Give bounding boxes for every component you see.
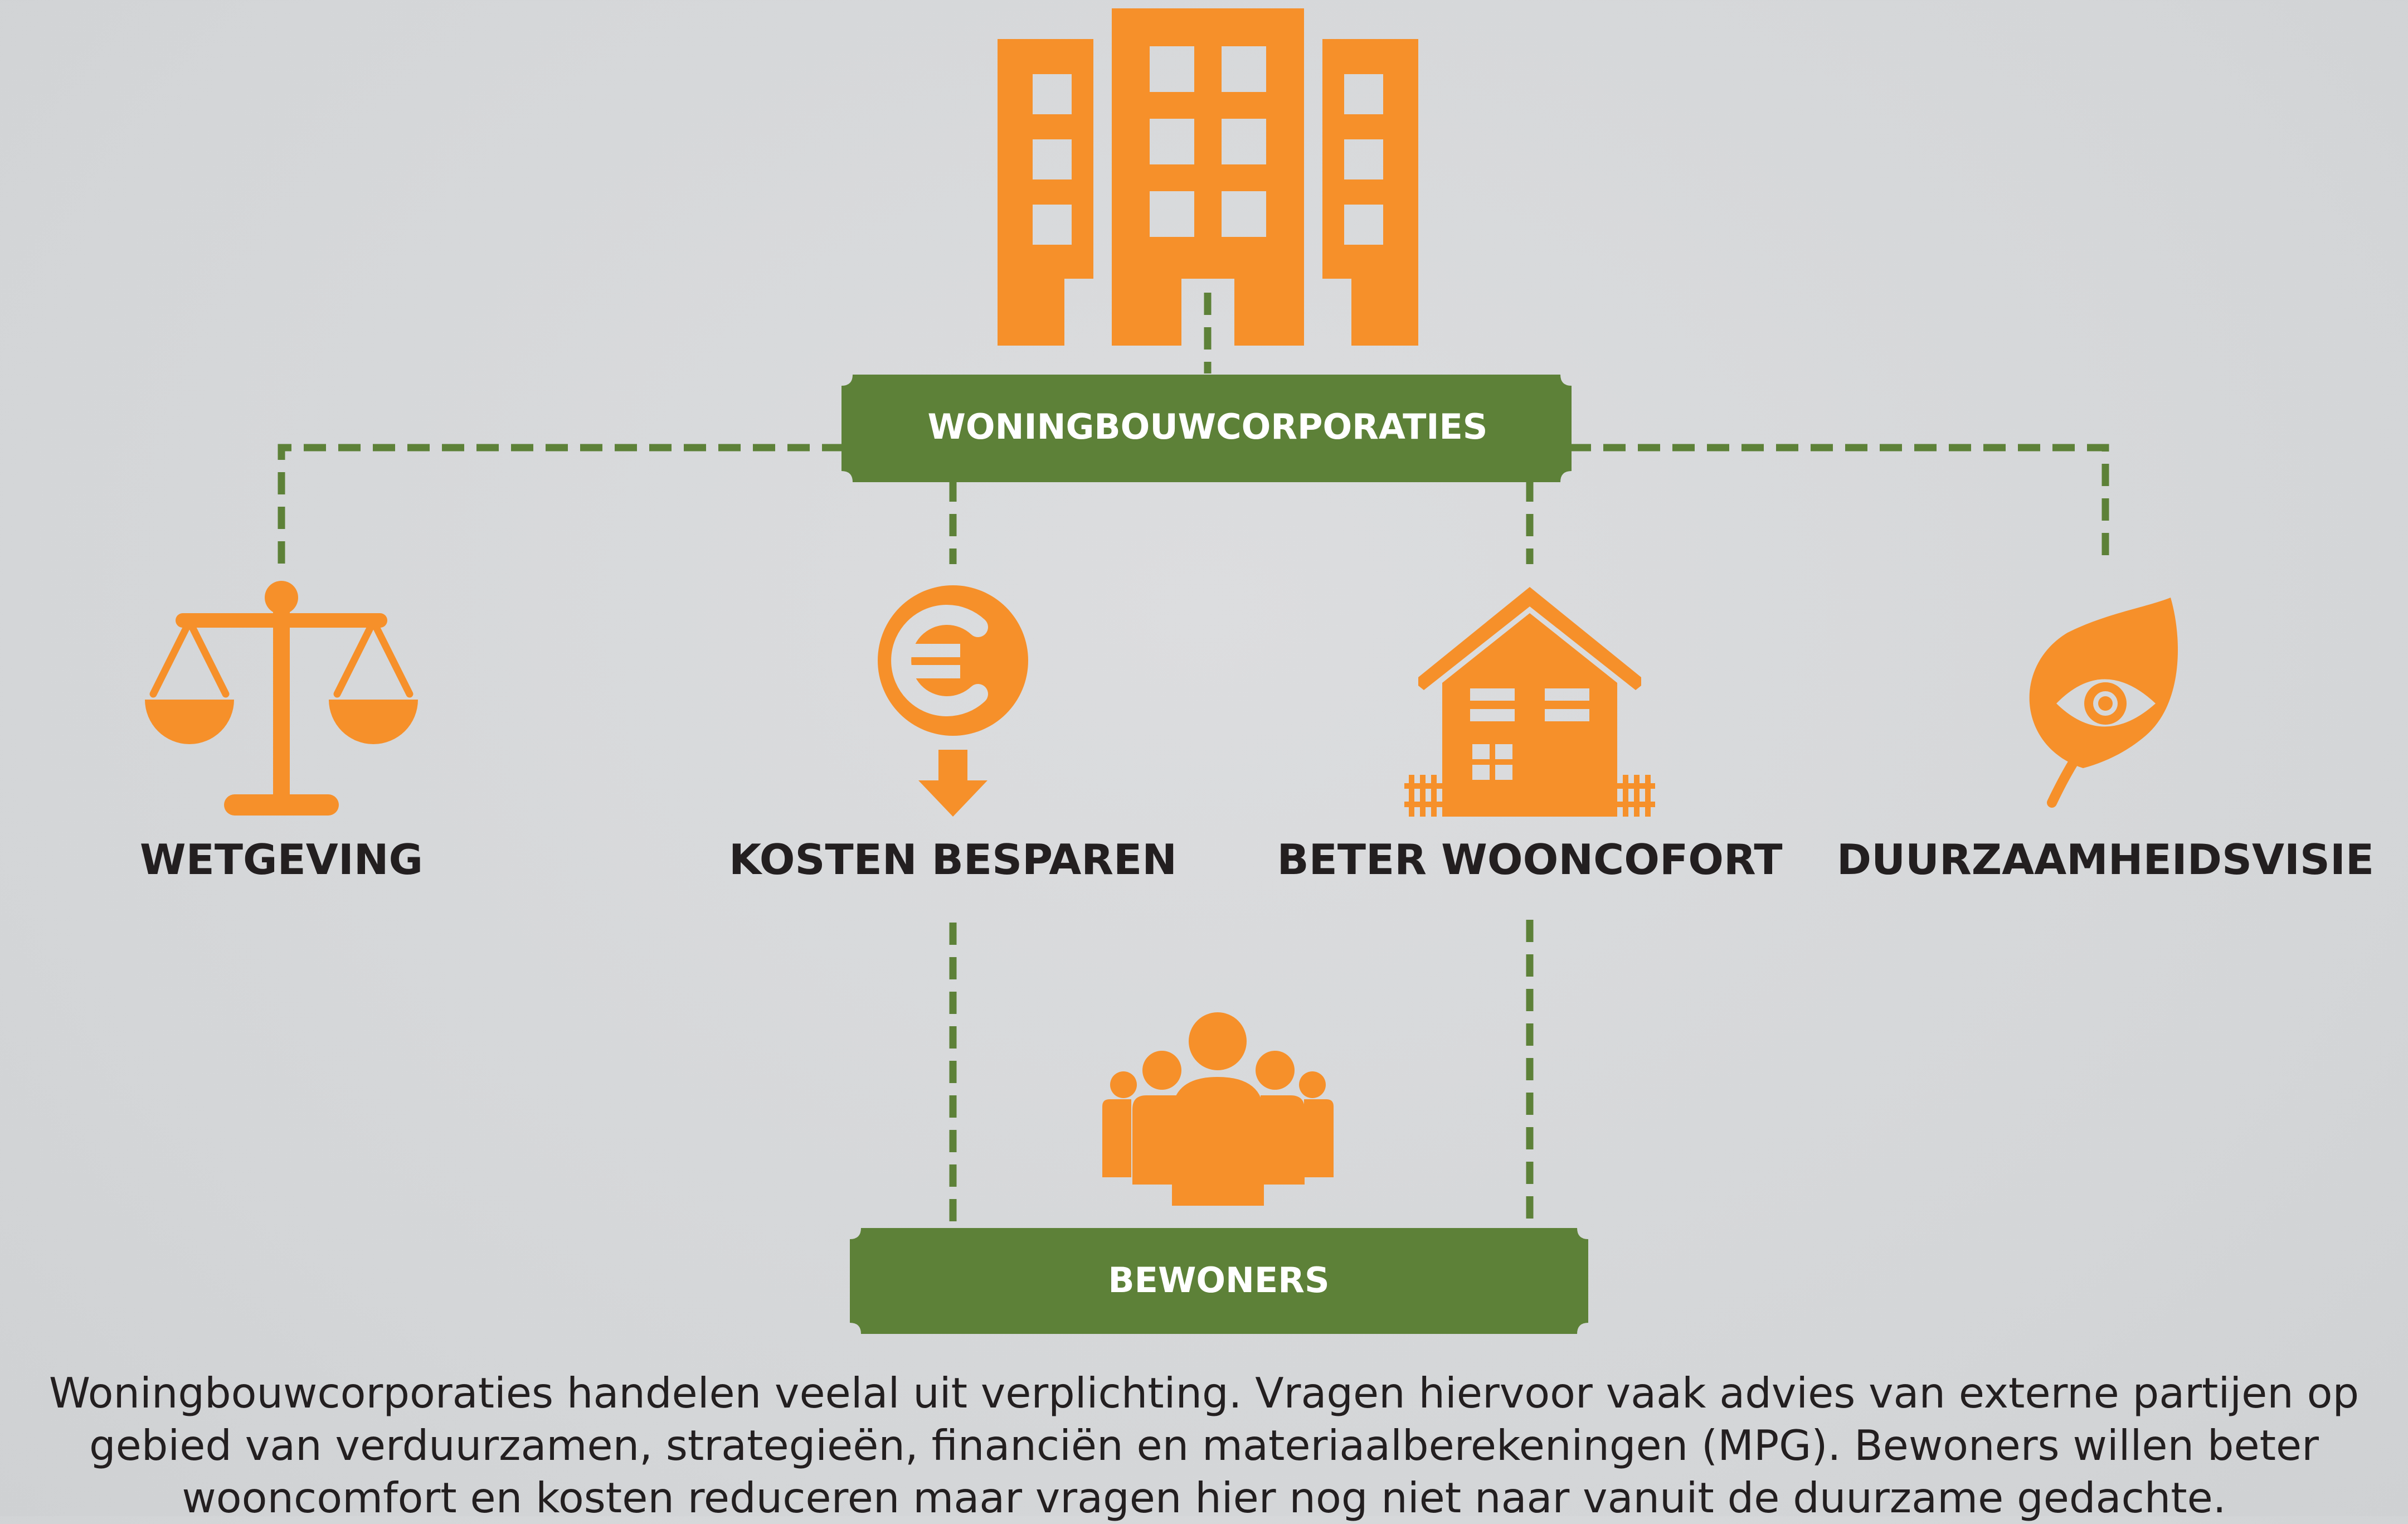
- category-label-kosten-besparen: KOSTEN BESPAREN: [729, 835, 1177, 884]
- scales-icon: [145, 581, 418, 816]
- woningbouwcorporaties-banner: WONINGBOUWCORPORATIES: [841, 375, 1572, 482]
- leaf-eye-icon: [2029, 598, 2178, 808]
- people-group-icon: [1102, 1012, 1334, 1206]
- connectors: [278, 293, 2109, 1226]
- bewoners-label: BEWONERS: [1108, 1260, 1329, 1300]
- category-label-wetgeving: WETGEVING: [140, 835, 423, 884]
- house-icon: [1404, 587, 1655, 817]
- connector-duurzaamheidsvisie: [1569, 444, 2109, 564]
- bewoners-banner: BEWONERS: [850, 1228, 1588, 1334]
- category-label-beter-wooncofort: BETER WOONCOFORT: [1277, 835, 1783, 884]
- category-label-duurzaamheidsvisie: DUURZAAMHEIDSVISIE: [1837, 835, 2374, 884]
- euro-down-icon: [878, 585, 1028, 817]
- woningbouwcorporaties-label: WONINGBOUWCORPORATIES: [928, 406, 1488, 447]
- connector-wetgeving: [278, 444, 844, 564]
- office-building-icon: [998, 8, 1418, 346]
- description-text: Woningbouwcorporaties handelen veelal ui…: [48, 1368, 2360, 1522]
